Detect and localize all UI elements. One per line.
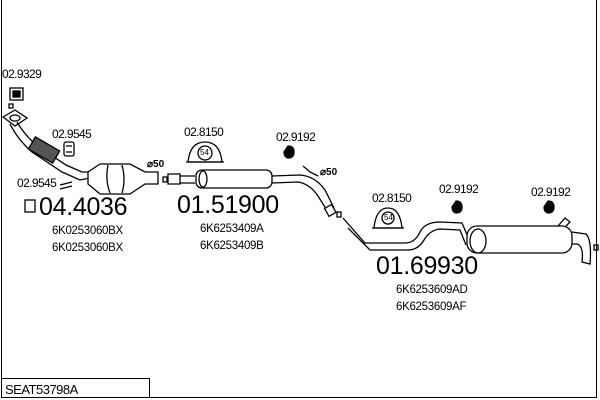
front-oe-number: 6K0253060BX	[52, 225, 123, 237]
rear-oe-number: 6K6253609AF	[396, 301, 467, 313]
rubber-mount-icon	[451, 200, 463, 214]
clamp-size-label: 54	[384, 213, 393, 222]
front-oe-number: 6K0253060BX	[52, 242, 123, 254]
part-gasket-label: 02.9329	[2, 67, 42, 81]
diameter-label: ⌀50	[147, 159, 165, 170]
part-hanger-label: 02.9545	[52, 127, 92, 141]
middle-pipe	[167, 173, 181, 185]
rear-part-number: 01.69930	[376, 252, 478, 280]
rear-pipe	[342, 217, 469, 251]
rubber-mount-icon	[543, 200, 555, 214]
clamp-icon	[186, 141, 224, 163]
part-rubber-label: 02.9192	[276, 130, 316, 144]
middle-oe-number: 6K6253409A	[200, 223, 264, 235]
front-part-number: 04.4036	[39, 193, 128, 221]
hanger-icon	[63, 141, 75, 157]
part-clamp-label: 02.8150	[372, 191, 412, 205]
rear-oe-number: 6K6253609AD	[396, 284, 468, 296]
diagram-code: SEAT53798A	[1, 378, 150, 398]
part-hanger-label: 02.9545	[17, 176, 57, 190]
middle-part-number: 01.51900	[177, 191, 279, 219]
catalytic-converter	[87, 163, 159, 195]
diameter-label: ⌀50	[320, 167, 338, 178]
front-pipe-flange	[1, 109, 29, 127]
part-clamp-label: 02.8150	[184, 125, 224, 139]
part-rubber-label: 02.9192	[531, 185, 571, 199]
rear-silencer	[466, 225, 573, 254]
clamp-icon	[372, 207, 404, 229]
front-pipe	[9, 123, 91, 181]
clamp-size-label: 54	[200, 148, 209, 157]
middle-oe-number: 6K6253409B	[200, 240, 264, 252]
middle-silencer	[195, 169, 273, 189]
part-rubber-label: 02.9192	[439, 182, 479, 196]
rubber-mount-icon	[283, 145, 295, 159]
